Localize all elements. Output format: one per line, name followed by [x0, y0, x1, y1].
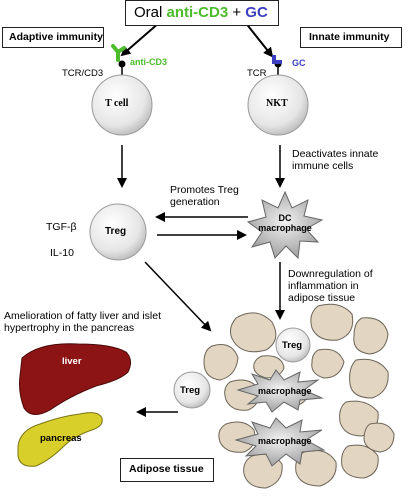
deactivates-label: Deactivates innate immune cells	[292, 148, 379, 172]
nkt-cell	[247, 74, 309, 136]
anti-cd3-label: anti-CD3	[130, 57, 168, 67]
dc-macrophage-label: DC macrophage	[258, 213, 312, 233]
tcr-cd3-label: TCR/CD3	[62, 68, 104, 79]
adaptive-immunity-label: Adaptive immunity	[9, 31, 103, 43]
arrow-title-to-nkt	[244, 21, 274, 58]
treg-cell	[89, 203, 147, 261]
adaptive-immunity-box: Adaptive immunity	[2, 27, 104, 48]
dc-macrophage-star	[246, 190, 324, 260]
adipose-tissue-box: Adipose tissue	[120, 458, 214, 482]
t-cell	[91, 74, 153, 136]
t-cell-label: T cell	[105, 98, 129, 109]
adipose-macrophage-label-2: macrophage	[258, 436, 312, 446]
adipose-treg-cell-2	[173, 371, 211, 409]
pancreas-label: pancreas	[40, 433, 82, 444]
nkt-label: NKT	[266, 98, 288, 109]
adipose-treg-label-1: Treg	[282, 340, 303, 351]
innate-immunity-label: Innate immunity	[309, 31, 390, 43]
adipose-macrophage-star-2	[234, 417, 326, 467]
gc-label: GC	[292, 58, 306, 68]
adipose-macrophage-label-1: macrophage	[258, 386, 312, 396]
liver-organ	[19, 343, 132, 415]
amelioration-label: Amelioration of fatty liver and islet hy…	[4, 310, 161, 334]
adipose-macrophage-star-1	[236, 369, 324, 413]
adipose-tissue-label: Adipose tissue	[129, 463, 204, 475]
adipose-treg-cell-1	[275, 327, 311, 363]
gc-molecule-icon	[272, 55, 282, 64]
treg-label: Treg	[105, 226, 127, 237]
innate-immunity-box: Innate immunity	[300, 27, 402, 48]
tcr-label: TCR	[247, 68, 267, 79]
title-anti-cd3: anti-CD3	[166, 4, 229, 21]
il-10-label: IL-10	[50, 247, 74, 259]
arrow-treg-to-adipose	[144, 261, 212, 332]
adipose-treg-label-2: Treg	[180, 385, 201, 396]
pancreas-organ	[17, 412, 103, 467]
tgf-beta-label: TGF-β	[46, 221, 77, 233]
title-oral: Oral	[134, 4, 163, 21]
arrow-title-to-tcell	[120, 21, 161, 57]
liver-label: liver	[62, 356, 82, 367]
title-gc: GC	[245, 4, 268, 21]
title-box: Oral anti-CD3 + GC	[125, 0, 279, 26]
downregulation-label: Downregulation of inflammation in adipos…	[288, 268, 373, 304]
anti-cd3-antibody-icon	[111, 44, 126, 62]
title-text: Oral anti-CD3 + GC	[134, 4, 268, 21]
title-plus: +	[232, 4, 242, 21]
promotes-treg-label: Promotes Treg generation	[170, 184, 239, 208]
